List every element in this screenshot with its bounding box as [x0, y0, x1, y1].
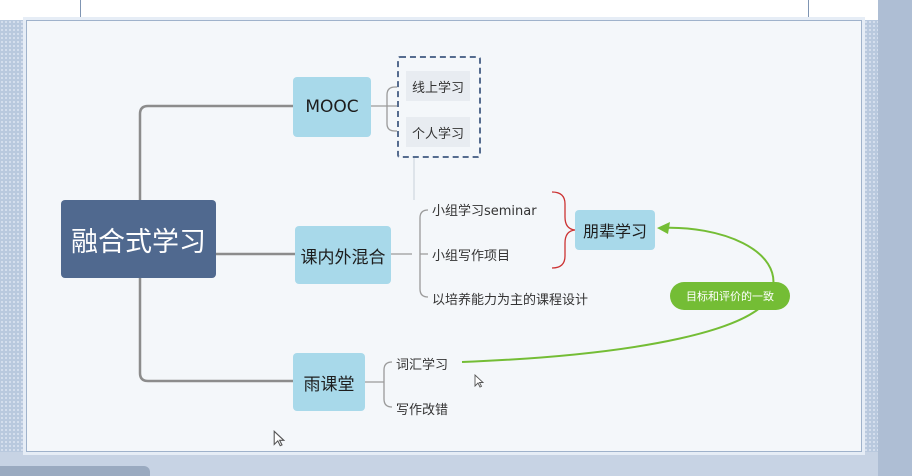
topic-hybrid-learning[interactable]: 课内外混合	[295, 226, 391, 284]
topic-peer-learning[interactable]: 朋辈学习	[575, 210, 655, 250]
subtopic-group-writing[interactable]: 小组写作项目	[432, 249, 511, 264]
connector-rain-children	[365, 361, 393, 408]
top-divider-right	[808, 0, 809, 20]
subtopic-group-seminar[interactable]: 小组学习seminar	[432, 204, 537, 219]
subtopic-online-learning[interactable]: 线上学习	[406, 71, 470, 101]
subtopic-personal-learning[interactable]: 个人学习	[406, 117, 470, 147]
relationship-label[interactable]: 目标和评价的一致	[670, 282, 790, 310]
bottom-tab	[0, 466, 150, 476]
subtopic-vocabulary[interactable]: 词汇学习	[396, 358, 449, 373]
top-divider-left	[80, 0, 81, 20]
connector-root-mooc	[138, 104, 293, 200]
root-topic[interactable]: 融合式学习	[61, 200, 216, 278]
connector-mooc-children	[371, 86, 406, 132]
connector-hybrid-children	[391, 209, 429, 298]
subtopic-writing-correction[interactable]: 写作改错	[396, 403, 449, 418]
connector-root-rain	[138, 278, 293, 383]
subtopic-course-design[interactable]: 以培养能力为主的课程设计	[432, 293, 589, 308]
right-margin	[878, 0, 912, 476]
relationship-arrowhead-icon	[657, 222, 670, 234]
brace-icon	[551, 191, 576, 269]
window-top-strip	[0, 0, 912, 20]
topic-mooc[interactable]: MOOC	[293, 77, 371, 137]
topic-rain-classroom[interactable]: 雨课堂	[293, 353, 365, 411]
